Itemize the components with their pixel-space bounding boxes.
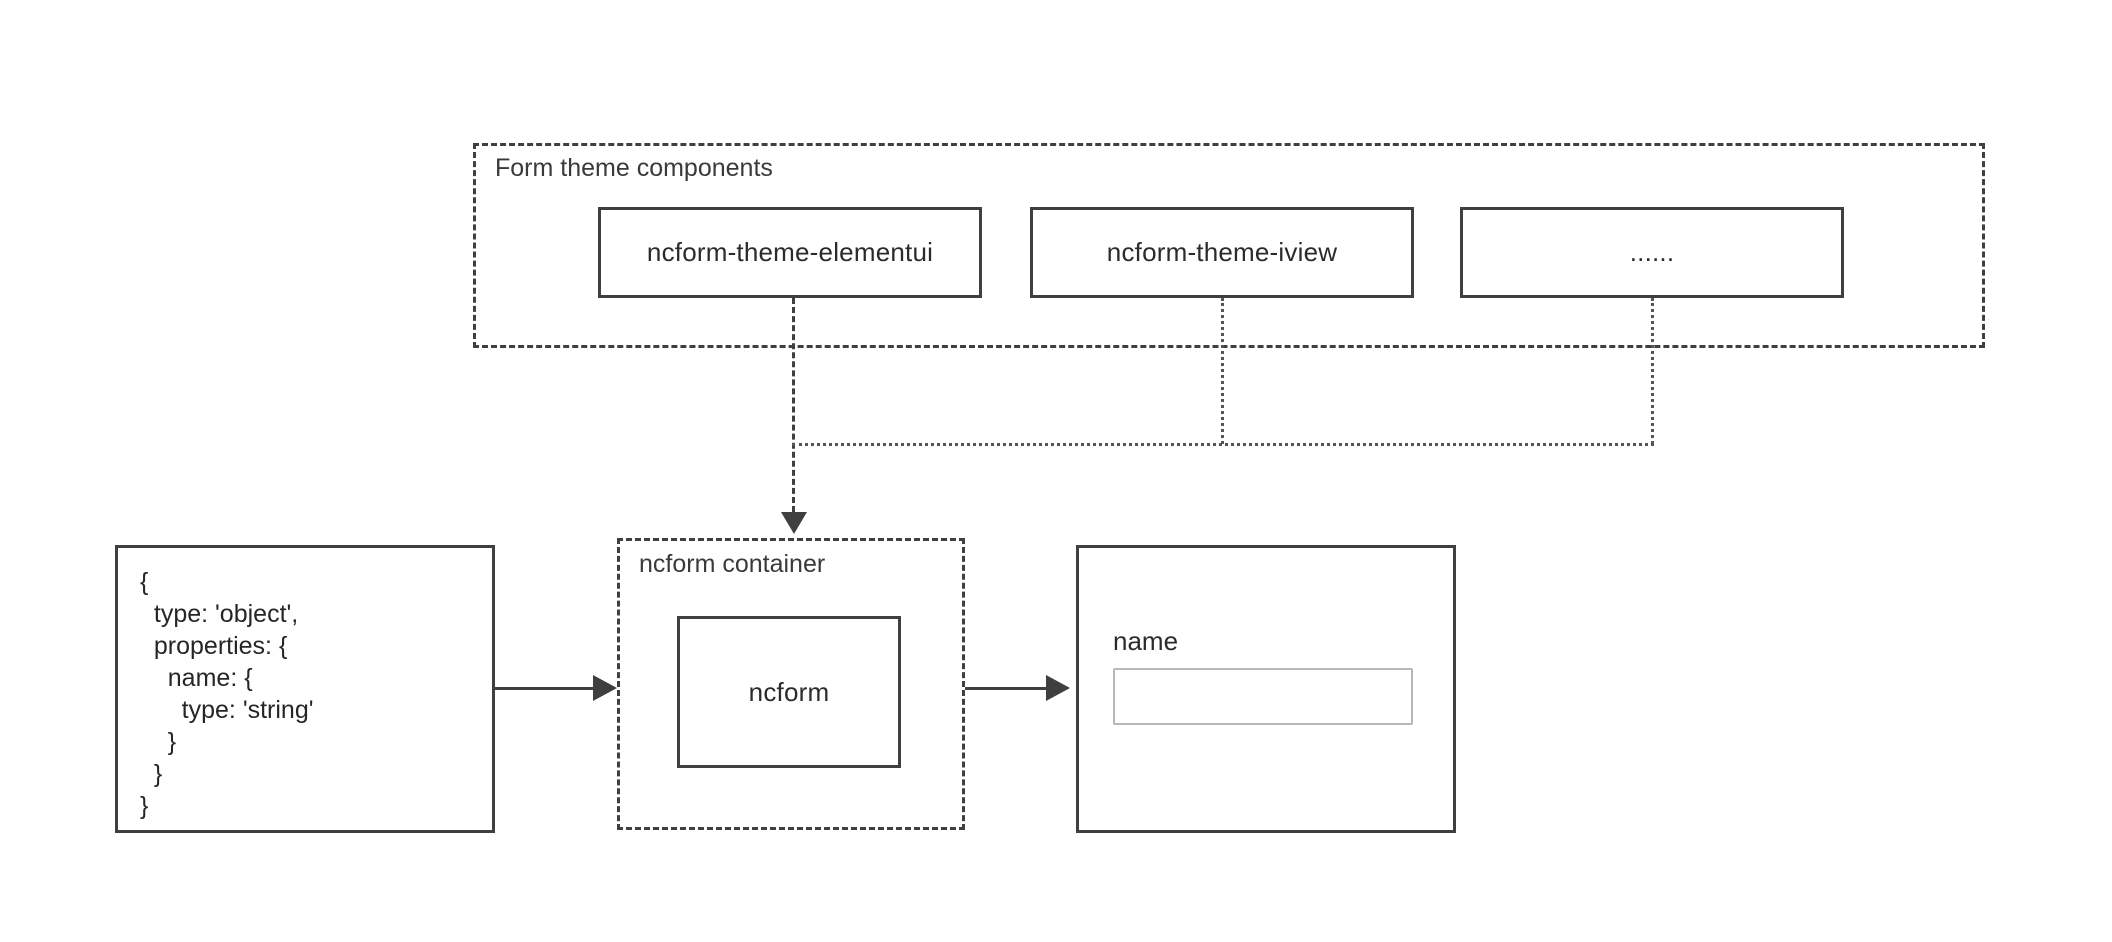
arrowhead-into-ncform-container xyxy=(781,512,807,534)
arrowhead-schema-to-container xyxy=(593,675,617,701)
ncform-box[interactable]: ncform xyxy=(677,616,901,768)
theme-box-ncform-theme-iview[interactable]: ncform-theme-iview xyxy=(1030,207,1414,298)
schema-json-code: { type: 'object', properties: { name: { … xyxy=(140,568,314,820)
theme-box-label: ncform-theme-elementui xyxy=(646,237,934,267)
form-theme-components-group xyxy=(473,143,1985,348)
form-field-input-name[interactable] xyxy=(1113,668,1413,725)
ncform-container-group xyxy=(617,538,965,830)
arrowhead-container-to-form xyxy=(1046,675,1070,701)
theme-box-label: ...... xyxy=(1629,237,1675,267)
rendered-form-box: name xyxy=(1076,545,1456,833)
theme-box-label: ncform-theme-iview xyxy=(1106,237,1338,267)
ncform-container-title: ncform container xyxy=(633,550,832,579)
connector-schema-to-container xyxy=(495,687,599,690)
connector-theme-bus xyxy=(792,443,1654,446)
schema-source-box: { type: 'object', properties: { name: { … xyxy=(115,545,495,833)
connector-iview-to-bus xyxy=(1221,298,1224,444)
form-theme-components-title: Form theme components xyxy=(489,154,779,183)
connector-elementui-to-container xyxy=(792,298,795,512)
ncform-box-label: ncform xyxy=(748,676,830,707)
form-field-label-name: name xyxy=(1113,626,1179,656)
theme-box-ellipsis[interactable]: ...... xyxy=(1460,207,1844,298)
theme-box-ncform-theme-elementui[interactable]: ncform-theme-elementui xyxy=(598,207,982,298)
connector-container-to-form xyxy=(965,687,1051,690)
connector-ellipsis-to-bus xyxy=(1651,298,1654,444)
